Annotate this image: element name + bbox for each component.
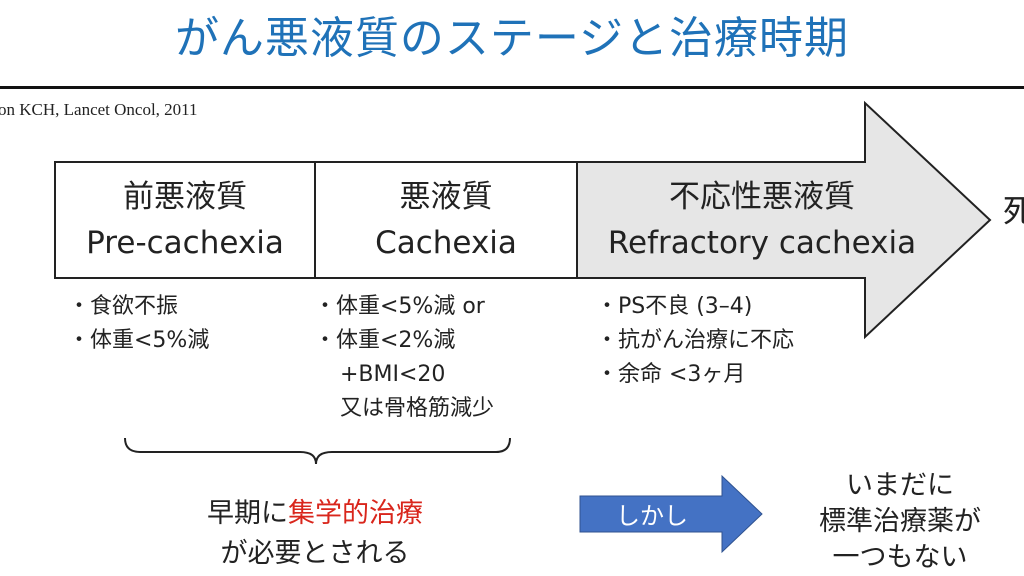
early-treatment-highlight: 集学的治療 [288, 498, 423, 529]
criteria-item: ・体重<5%減 or [314, 294, 485, 319]
no-standard-note: いまだに 標準治療薬が 一つもない [800, 468, 1000, 576]
arrow-end-label: 死 [1003, 192, 1024, 230]
stage-pre-cachexia-jp: 前悪液質 [123, 179, 247, 215]
title-divider [0, 86, 1024, 89]
stage-cachexia-en: Cachexia [375, 225, 517, 261]
citation: on KCH, Lancet Oncol, 2011 [0, 100, 198, 119]
criteria-item: ・PS不良 (3–4) [596, 294, 753, 319]
pre-cachexia-box [54, 161, 316, 279]
stage-pre-cachexia: 前悪液質 Pre-cachexia [55, 162, 315, 278]
page-title: がん悪液質のステージと治療時期 [174, 13, 850, 64]
criteria-item: ・体重<2%減 [314, 328, 456, 353]
criteria-item: ・食欲不振 [68, 294, 179, 319]
cachexia-box [314, 161, 578, 279]
criteria-item: +BMI<20 [340, 362, 446, 387]
early-treatment-line2: が必要とされる [220, 538, 410, 569]
stage-cachexia-jp: 悪液質 [399, 179, 493, 215]
criteria-refractory: ・PS不良 (3–4) ・抗がん治療に不応 ・余命 <3ヶ月 [596, 290, 794, 392]
early-treatment-prefix: 早期に [207, 498, 288, 529]
refractory-arrow [576, 100, 992, 340]
criteria-cachexia: ・体重<5%減 or ・体重<2%減 +BMI<20 又は骨格筋減少 [314, 290, 494, 426]
however-label: しかし [616, 502, 688, 530]
stage-refractory-en: Refractory cachexia [607, 225, 917, 261]
criteria-item: 又は骨格筋減少 [340, 396, 495, 421]
no-standard-line: 標準治療薬が [819, 506, 981, 537]
however-arrow [579, 474, 763, 554]
early-treatment-note: 早期に集学的治療 が必要とされる [150, 494, 480, 574]
early-stage-bracket [124, 437, 511, 465]
no-standard-line: 一つもない [832, 542, 968, 573]
no-standard-line: いまだに [846, 470, 954, 501]
stage-refractory-jp: 不応性悪液質 [669, 179, 855, 215]
stage-cachexia: 悪液質 Cachexia [315, 162, 577, 278]
stage-pre-cachexia-en: Pre-cachexia [86, 225, 284, 261]
criteria-pre-cachexia: ・食欲不振 ・体重<5%減 [68, 290, 209, 358]
stage-refractory: 不応性悪液質 Refractory cachexia [577, 162, 947, 278]
criteria-item: ・体重<5%減 [68, 328, 210, 353]
criteria-item: ・余命 <3ヶ月 [596, 362, 746, 387]
criteria-item: ・抗がん治療に不応 [596, 328, 795, 353]
